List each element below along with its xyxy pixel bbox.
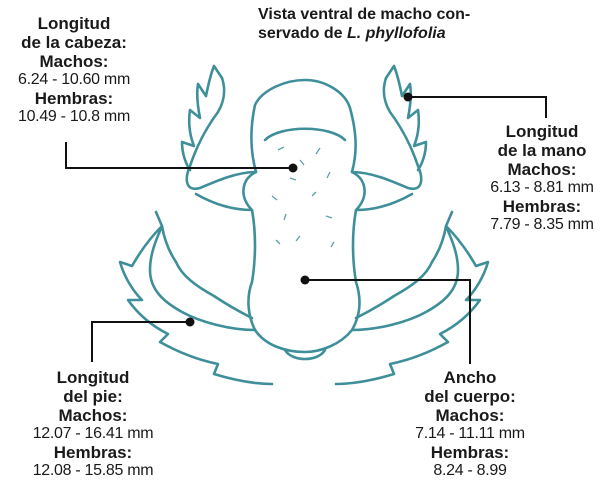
body-width-females-value: 8.24 - 8.99 <box>400 462 540 480</box>
head-length-females-label: Hembras: <box>4 89 144 108</box>
hand-length-males-label: Machos: <box>480 160 604 179</box>
foot-length-label-1: Longitud <box>20 368 166 387</box>
title-line-2: servado de L. phyllofolia <box>258 24 470 43</box>
foot-length-males-value: 12.07 - 16.41 mm <box>20 425 166 443</box>
head-length-annotation: Longitud de la cabeza: Machos: 6.24 - 10… <box>4 14 144 126</box>
foot-length-annotation: Longitud del pie: Machos: 12.07 - 16.41 … <box>20 368 166 480</box>
foot-length-label-2: del pie: <box>20 387 166 406</box>
leader-lines <box>66 97 546 364</box>
body-width-females-label: Hembras: <box>400 443 540 462</box>
leader-hand <box>408 97 546 118</box>
hand-point-dot <box>404 93 413 102</box>
head-length-males-label: Machos: <box>4 52 144 71</box>
title-species: L. phyllofolia <box>347 25 446 42</box>
left-shank <box>214 296 252 318</box>
right-leg-outline <box>352 226 458 330</box>
frog-jaw-line <box>265 129 345 140</box>
title-line-1: Vista ventral de macho con- <box>258 5 470 24</box>
body-point-dot <box>301 276 310 285</box>
hand-length-label-1: Longitud <box>480 122 604 141</box>
head-length-label-1: Longitud <box>4 14 144 33</box>
head-length-females-value: 10.49 - 10.8 mm <box>4 108 144 126</box>
right-shank <box>356 296 394 318</box>
left-hand-outline <box>182 66 222 170</box>
hand-length-females-label: Hembras: <box>480 197 604 216</box>
body-width-males-value: 7.14 - 11.11 mm <box>400 425 540 443</box>
body-width-annotation: Ancho del cuerpo: Machos: 7.14 - 11.11 m… <box>400 368 540 480</box>
diagram-title: Vista ventral de macho con- servado de L… <box>258 5 470 43</box>
skin-texture <box>272 147 334 247</box>
body-width-label-2: del cuerpo: <box>400 387 540 406</box>
title-line-2-prefix: servado de <box>258 25 347 42</box>
foot-point-dot <box>186 318 195 327</box>
head-length-label-2: de la cabeza: <box>4 33 144 52</box>
hand-length-annotation: Longitud de la mano Machos: 6.13 - 8.81 … <box>480 122 604 234</box>
body-width-males-label: Machos: <box>400 406 540 425</box>
hand-length-females-value: 7.79 - 8.35 mm <box>480 216 604 234</box>
foot-length-females-value: 12.08 - 15.85 mm <box>20 462 166 480</box>
leader-body <box>305 280 470 364</box>
right-hand-outline <box>386 66 426 170</box>
foot-length-males-label: Machos: <box>20 406 166 425</box>
body-width-label-1: Ancho <box>400 368 540 387</box>
head-point-dot <box>289 164 298 173</box>
left-leg-outline <box>150 226 255 330</box>
hand-length-males-value: 6.13 - 8.81 mm <box>480 179 604 197</box>
leader-dots <box>186 93 413 327</box>
foot-length-females-label: Hembras: <box>20 443 166 462</box>
leader-foot <box>92 322 190 362</box>
hand-length-label-2: de la mano <box>480 141 604 160</box>
frog-body-outline <box>243 80 364 352</box>
head-length-males-value: 6.24 - 10.60 mm <box>4 71 144 89</box>
leader-head <box>66 142 293 168</box>
